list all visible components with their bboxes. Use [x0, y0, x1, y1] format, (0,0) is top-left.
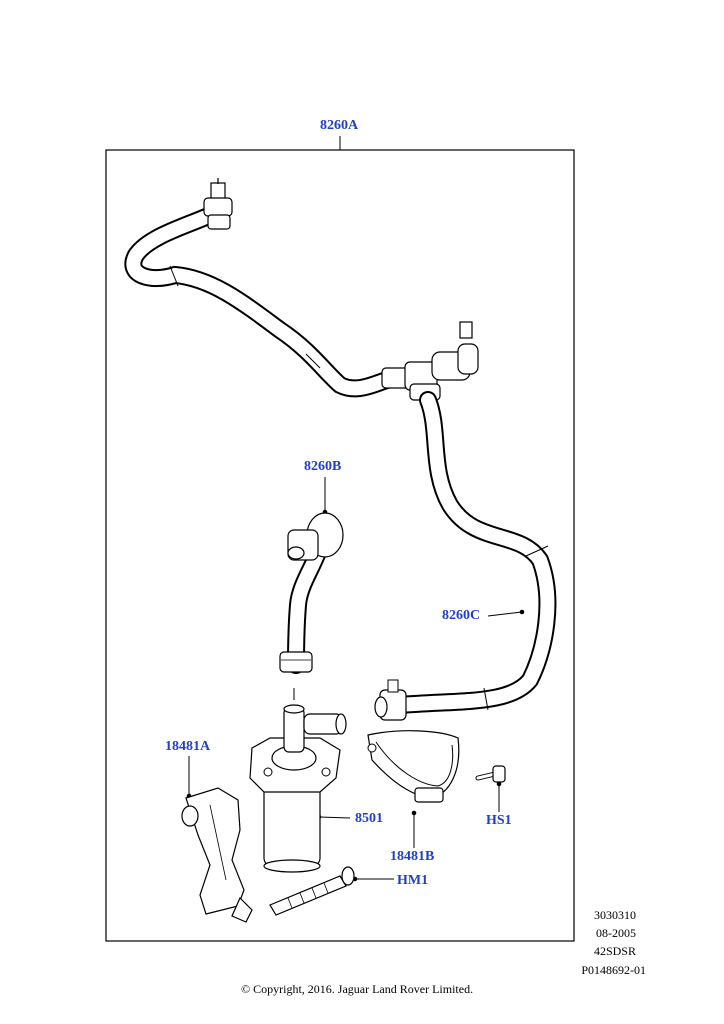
copyright-notice: © Copyright, 2016. Jaguar Land Rover Lim…: [241, 982, 474, 996]
bracket-18481B[interactable]: [367, 730, 460, 803]
screw-HS1[interactable]: [475, 765, 506, 783]
bracket-18481A[interactable]: [181, 787, 253, 923]
callout-8501[interactable]: 8501: [355, 811, 383, 826]
reference-code-2: 08-2005: [596, 926, 636, 940]
pump-8501[interactable]: [249, 704, 347, 873]
callout-HS1[interactable]: HS1: [486, 813, 512, 828]
callout-8260B[interactable]: 8260B: [304, 459, 342, 474]
hose-8260B[interactable]: [279, 512, 344, 700]
reference-code-4: P0148692-01: [581, 963, 646, 977]
callout-8260C[interactable]: 8260C: [442, 608, 481, 623]
reference-code-1: 3030310: [594, 908, 636, 922]
leader-lines: [186, 136, 525, 882]
callout-8260A[interactable]: 8260A: [320, 118, 359, 133]
hose-8260A[interactable]: [124, 178, 404, 398]
mount-HM1[interactable]: [269, 866, 355, 916]
callout-18481B[interactable]: 18481B: [390, 849, 435, 864]
callout-HM1[interactable]: HM1: [397, 873, 429, 888]
reference-code-3: 42SDSR: [593, 944, 636, 958]
hose-8260C[interactable]: [374, 391, 557, 721]
callout-18481A[interactable]: 18481A: [165, 739, 211, 754]
tee-connector[interactable]: [381, 321, 479, 401]
